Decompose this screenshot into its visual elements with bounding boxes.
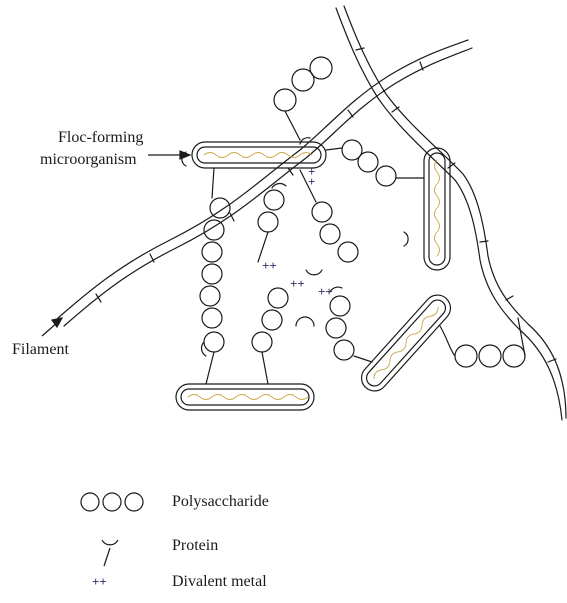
svg-text:+: + <box>308 174 315 189</box>
bacterium-diagonal <box>356 290 456 397</box>
polysaccharide-chain-right-top <box>326 140 424 186</box>
svg-text:++: ++ <box>318 284 333 299</box>
label-microorganism: microorganism <box>40 150 137 170</box>
filament-right <box>336 6 566 420</box>
legend-protein-label: Protein <box>172 536 218 556</box>
legend-polysaccharide-icon <box>81 493 143 511</box>
legend-protein-icon <box>102 540 118 566</box>
polysaccharide-chain-middle <box>252 190 288 384</box>
bacterium-bottom <box>176 384 314 410</box>
bacterium-top <box>192 142 326 168</box>
polysaccharide-chain-lower <box>326 296 372 362</box>
label-floc-forming: Floc-forming <box>58 128 143 148</box>
label-arrows <box>42 151 190 336</box>
legend-polysaccharide-label: Polysaccharide <box>172 492 269 512</box>
bacterium-vertical <box>424 148 450 270</box>
label-filament: Filament <box>12 340 69 360</box>
svg-text:++: ++ <box>290 276 305 291</box>
svg-text:++: ++ <box>262 258 277 273</box>
legend-divalent-metal-icon: ++ <box>92 574 107 589</box>
legend-divalent-metal-label: Divalent metal <box>172 572 267 592</box>
polysaccharide-chain-right-bottom <box>440 318 525 367</box>
filament-left <box>58 40 472 326</box>
polysaccharide-chain-top <box>274 57 332 140</box>
polysaccharide-chain-left-column <box>200 168 230 384</box>
legend-symbols <box>81 493 143 566</box>
